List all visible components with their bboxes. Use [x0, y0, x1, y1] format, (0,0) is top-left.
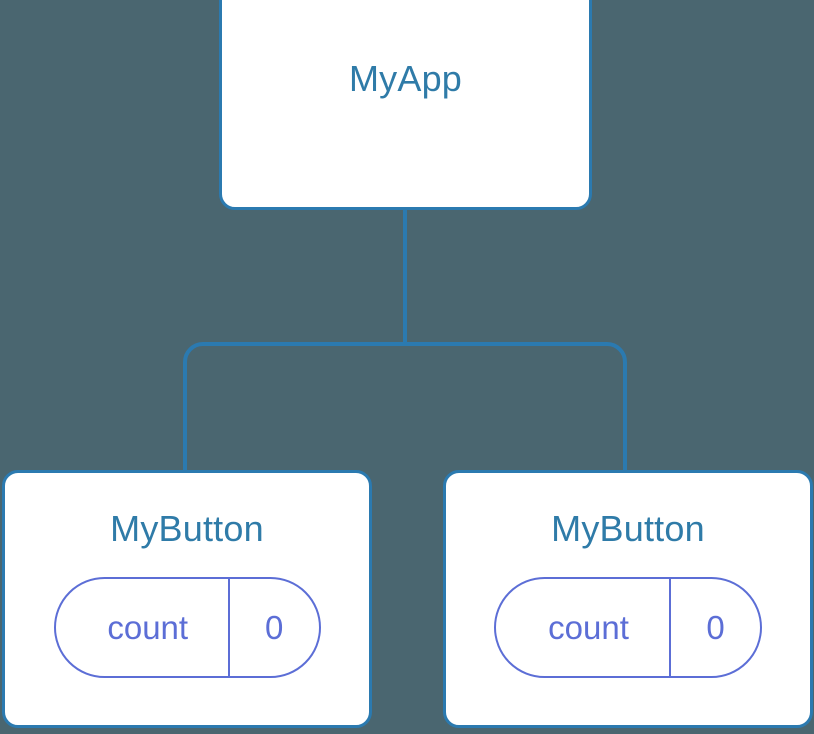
state-pill-left[interactable]: count 0 [53, 577, 321, 678]
child-node-left-title: MyButton [110, 508, 264, 549]
root-node[interactable]: MyApp [219, 0, 592, 210]
state-value-right: 0 [669, 579, 760, 676]
state-pill-right[interactable]: count 0 [494, 577, 762, 678]
state-key-left: count [107, 609, 189, 646]
child-node-left[interactable]: MyButton count 0 [2, 470, 372, 728]
state-value-left: 0 [227, 579, 319, 676]
root-node-title: MyApp [348, 58, 463, 99]
connector-branch-left [183, 342, 405, 474]
connector-branch-right [405, 342, 627, 474]
child-node-right[interactable]: MyButton count 0 [443, 470, 813, 728]
child-node-right-title: MyButton [551, 508, 705, 549]
state-key-right: count [548, 609, 629, 646]
